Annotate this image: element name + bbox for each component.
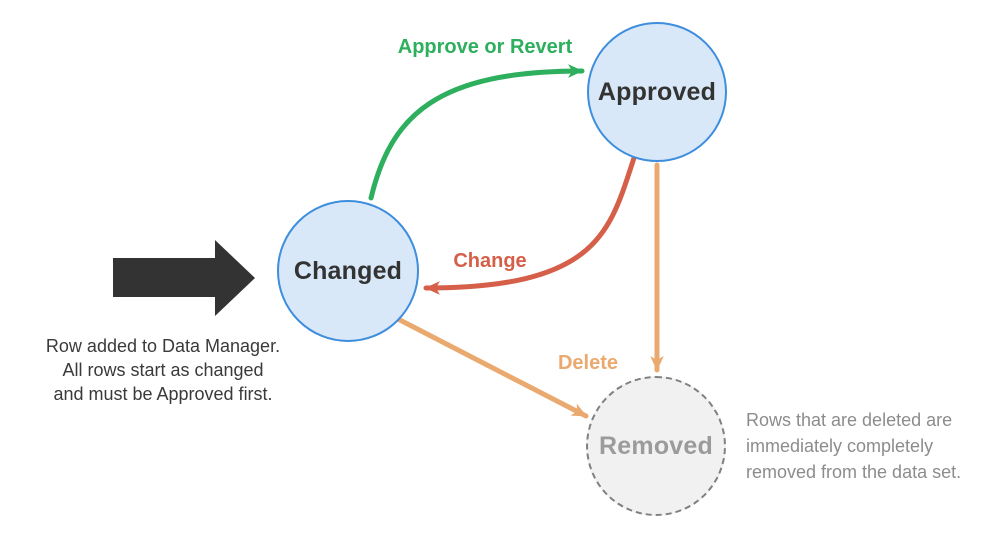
node-changed: Changed: [277, 200, 419, 342]
entry-block-arrow: [113, 240, 255, 316]
removed-note-line: removed from the data set.: [746, 462, 962, 482]
removed-note-line: Rows that are deleted are: [746, 410, 953, 430]
node-removed: Removed: [586, 376, 726, 516]
node-removed-label: Removed: [599, 431, 713, 460]
edge-label-delete: Delete: [557, 352, 619, 374]
entry-note-line: Row added to Data Manager.: [45, 336, 281, 356]
removed-note-line: immediately completely: [746, 436, 934, 456]
node-approved: Approved: [587, 22, 727, 162]
node-changed-label: Changed: [293, 256, 403, 285]
entry-note-line: and must be Approved first.: [53, 384, 273, 404]
edge-delete-from-changed: [395, 316, 589, 419]
removed-note: Rows that are deleted are immediately co…: [746, 407, 1002, 485]
edge-label-change: Change: [453, 250, 527, 272]
edge-approve-or-revert: [368, 64, 585, 201]
entry-note: Row added to Data Manager. All rows star…: [18, 334, 308, 406]
edge-change: [423, 155, 637, 295]
entry-note-line: All rows start as changed: [62, 360, 264, 380]
edge-label-approve-or-revert: Approve or Revert: [397, 36, 573, 58]
node-approved-label: Approved: [597, 77, 717, 106]
